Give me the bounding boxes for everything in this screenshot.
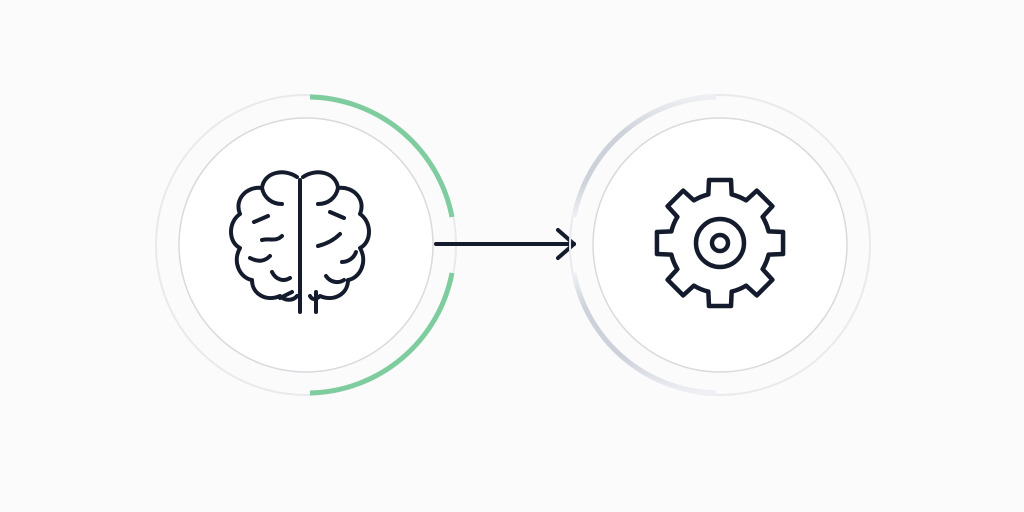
inner-ring xyxy=(178,117,434,373)
gear-outline xyxy=(654,177,786,309)
brain-icon xyxy=(229,170,371,314)
progress-arc-bottom xyxy=(309,272,455,396)
gear-icon xyxy=(654,177,786,309)
arrow-head-icon xyxy=(556,228,576,260)
inner-ring xyxy=(592,117,848,373)
node-source xyxy=(155,94,457,396)
gear-inner-ring xyxy=(693,216,747,270)
status-arc-top xyxy=(571,94,717,218)
gear-hub xyxy=(709,232,731,254)
progress-arc-top xyxy=(309,94,455,218)
arrow-connector xyxy=(434,228,576,260)
node-target xyxy=(569,94,871,396)
outer-ring xyxy=(569,94,871,396)
status-arc-bottom xyxy=(571,272,717,396)
